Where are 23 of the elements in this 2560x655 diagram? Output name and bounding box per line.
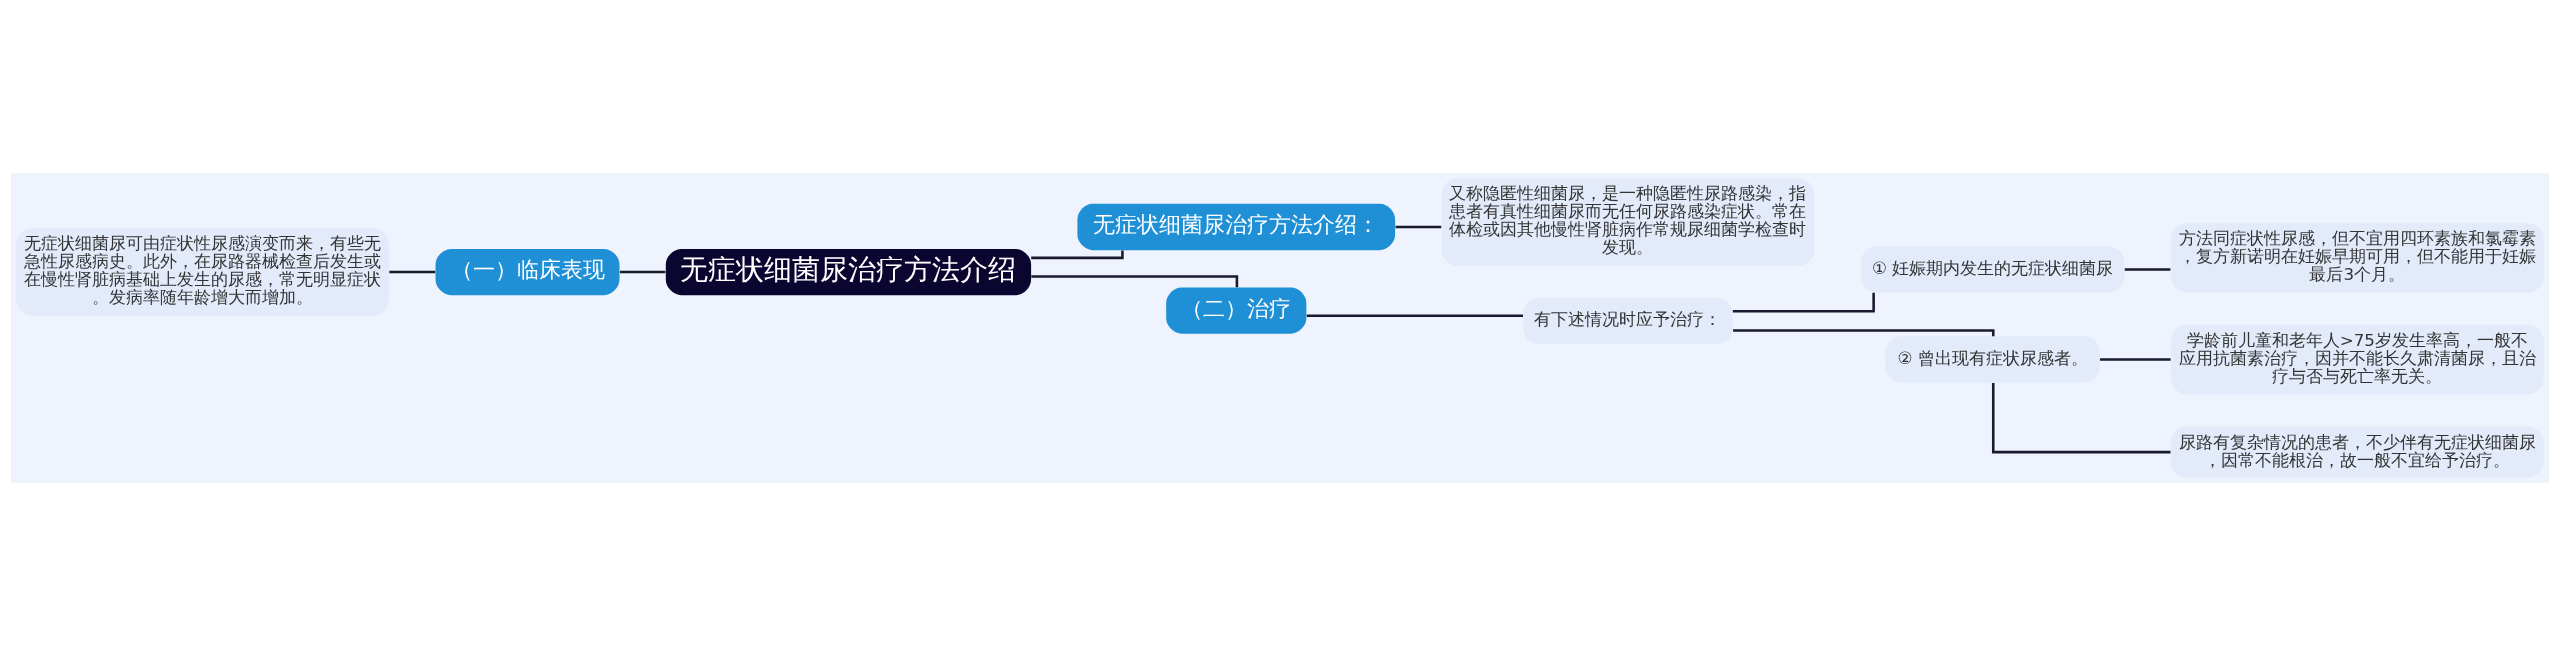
connector <box>1732 292 1875 313</box>
node-box: 学龄前儿童和老年人>75岁发生率高，一般不应用抗菌素治疗，因并不能长久肃清菌尿，且治疗与否与死亡率无关。 <box>2170 324 2544 394</box>
connector <box>1991 382 2171 453</box>
connector <box>1395 225 1442 228</box>
node-box: 无症状细菌尿治疗方法介绍 <box>665 248 1032 295</box>
node-box: 无症状细菌尿可由症状性尿感演变而来，有些无急性尿感病史。此外，在尿路器械检查后发生或在慢性肾脏病基础上发生的尿感，常无明显症状。发病率随年龄增大而增加。 <box>16 227 390 316</box>
node-box: 又称隐匿性细菌尿，是一种隐匿性尿路感染，指患者有真性细菌尿而无任何尿路感染症状。常在体检或因其他慢性肾脏病作常规尿细菌学检查时发现。 <box>1441 177 1815 266</box>
node-box: （一）临床表现 <box>435 248 620 295</box>
node-box: 无症状细菌尿治疗方法介绍： <box>1077 203 1396 250</box>
connector <box>1031 274 1239 287</box>
node-box: （二）治疗 <box>1166 287 1307 334</box>
connector <box>1733 328 1995 336</box>
connector <box>2100 357 2171 361</box>
node-box: ① 妊娠期内发生的无症状细菌尿 <box>1860 245 2125 293</box>
node-box: ② 曾出现有症状尿感者。 <box>1885 335 2100 383</box>
connector <box>1306 314 1523 317</box>
connector <box>2124 267 2171 271</box>
node-box: 方法同症状性尿感，但不宜用四环素族和氯霉素，复方新诺明在妊娠早期可用，但不能用于妊娠最后3个月。 <box>2170 222 2544 293</box>
connector <box>1031 249 1124 259</box>
connector <box>619 270 666 273</box>
node-box: 尿路有复杂情况的患者，不少伴有无症状细菌尿，因常不能根治，故一般不宜给予治疗。 <box>2170 425 2544 478</box>
connector <box>389 270 436 273</box>
node-box: 有下述情况时应予治疗： <box>1523 297 1733 344</box>
